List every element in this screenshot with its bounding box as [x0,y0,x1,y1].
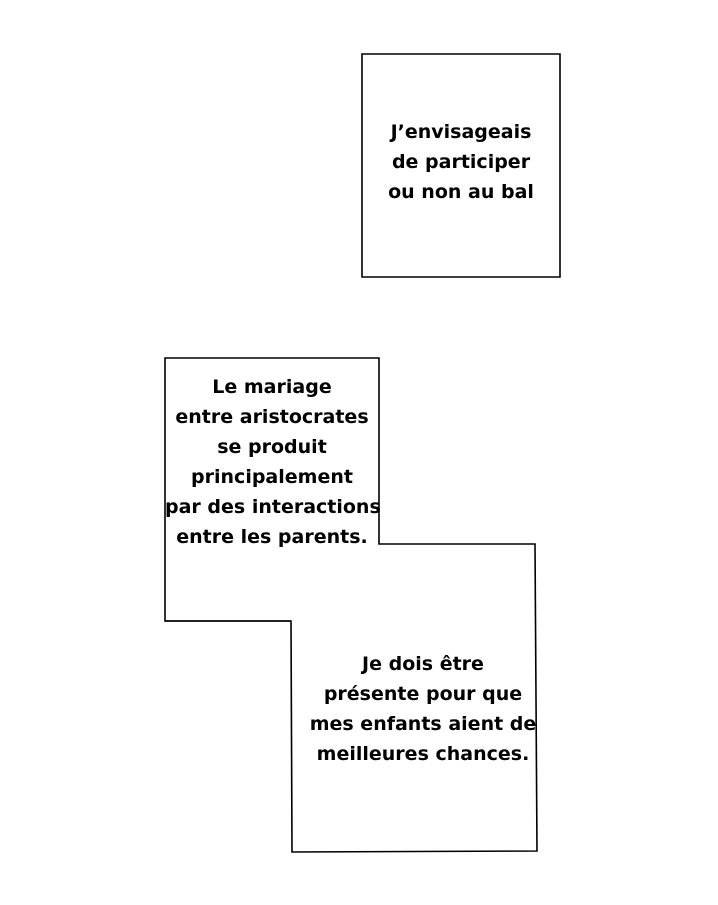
lower-right-panel-line: mes enfants aient de [309,713,537,735]
upper-left-panel-text: Le mariage entre aristocrates se produit… [165,372,381,552]
top-panel-line: J’envisageais [390,121,532,143]
top-panel-text: J’envisageais de participer ou non au ba… [362,117,560,207]
lower-right-panel-line: meilleures chances. [316,743,530,765]
top-panel-line: ou non au bal [388,181,534,203]
upper-left-panel-line: entre aristocrates [175,406,369,428]
lower-right-panel-text: Je dois être présente pour que mes enfan… [306,649,540,769]
top-panel-line: de participer [391,151,531,173]
lower-right-panel-line: présente pour que [323,683,523,705]
upper-left-panel-line: se produit [217,436,327,458]
upper-left-panel-line: principalement [191,466,353,488]
upper-left-panel-line: Le mariage [212,376,332,398]
lower-right-panel-line: Je dois être [362,653,484,675]
upper-left-panel-line: par des interactions [165,496,381,518]
upper-left-panel-line: entre les parents. [176,526,368,548]
top-panel-border [361,53,561,278]
